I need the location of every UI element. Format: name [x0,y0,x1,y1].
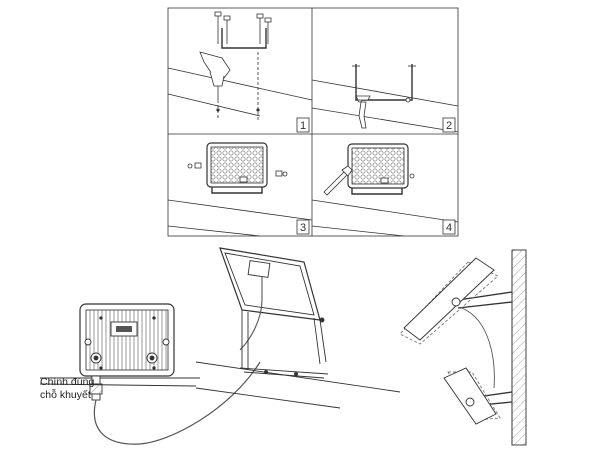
step-2-panel [311,64,459,133]
connector-caption: Chính đúng chỗ khuyết [40,376,94,402]
step-1-number: 1 [300,120,306,132]
wrench-icon [323,165,353,196]
step-4-panel [311,143,459,237]
caption-line-2: chỗ khuyết [40,389,91,401]
solar-panel [195,247,401,409]
wall-mount-adjustment [399,249,527,446]
screw-icon [187,162,288,177]
step-4-number: 4 [446,222,452,234]
step-2-number: 2 [446,120,452,132]
step-3-number: 3 [300,222,306,234]
flood-light-rear-view [39,303,261,445]
steps-grid [167,7,459,237]
wrench-icon [355,95,371,129]
caption-line-1: Chính đúng [40,376,95,388]
step-3-panel [167,142,313,237]
screw-icon [214,11,272,44]
drill-icon [199,51,231,100]
step-1-panel [167,11,313,133]
